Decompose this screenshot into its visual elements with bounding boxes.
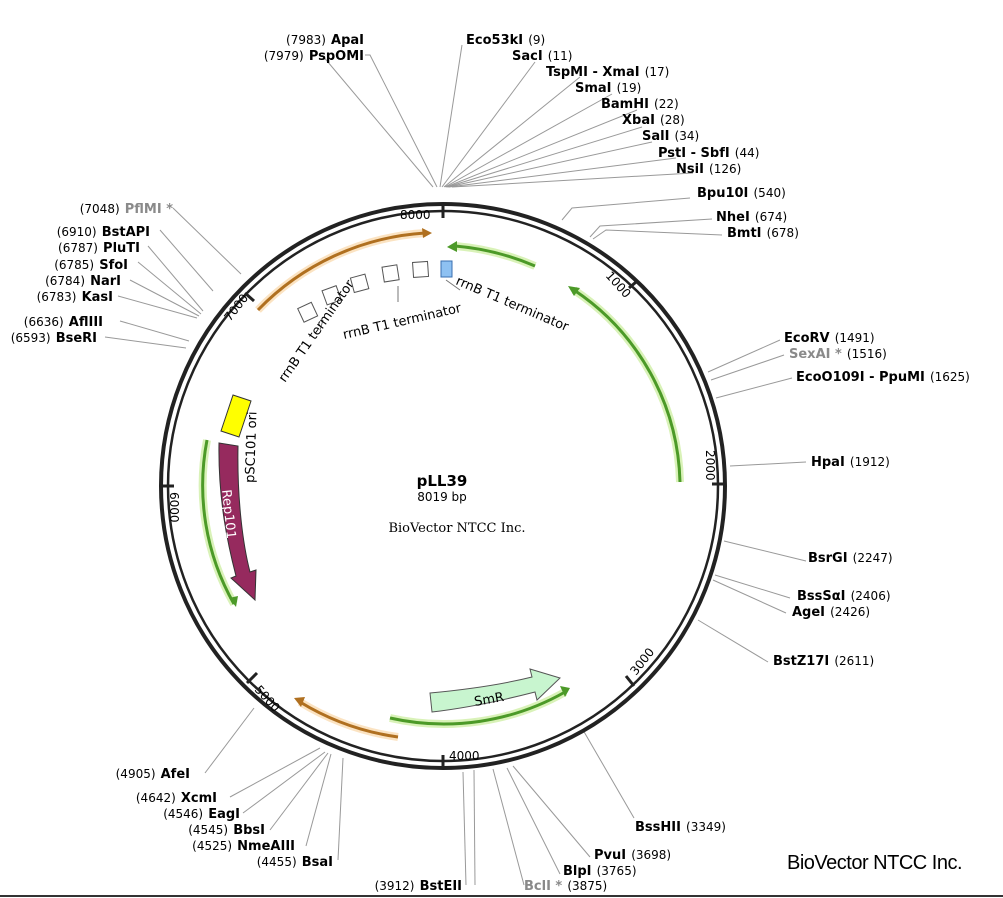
- bottom-divider: [0, 895, 1003, 897]
- site-label-bsrgi: BsrGI (2247): [808, 547, 893, 566]
- ori-feature: [220, 394, 252, 438]
- site-label-sfoi: (6785) SfoI: [54, 254, 128, 273]
- site-label-xbai: XbaI (28): [622, 109, 685, 128]
- feature-label-smr: SmR: [473, 690, 505, 710]
- site-label-afliii: (6636) AflIII: [24, 311, 103, 330]
- site-label-blpi: BlpI (3765): [563, 860, 637, 879]
- brand-watermark: BioVector NTCC Inc.: [787, 852, 963, 874]
- site-label-sexai: SexAI * (1516): [789, 343, 887, 362]
- site-label-tspmi-xmai: TspMI - XmaI (17): [546, 61, 669, 80]
- site-label-kasi: (6783) KasI: [37, 286, 113, 305]
- site-label-nhei: NheI (674): [716, 206, 787, 225]
- site-label-apai: (7983) ApaI: [286, 29, 364, 48]
- smr-feature: [429, 668, 561, 713]
- site-label-afei: (4905) AfeI: [116, 763, 190, 782]
- site-label-pflmi: (7048) PflMI *: [80, 198, 173, 217]
- site-label-psti-sbfi: PstI - SbfI (44): [658, 142, 759, 161]
- site-label-eco53ki: Eco53kI (9): [466, 29, 545, 48]
- site-label-bseri: (6593) BseRI: [11, 327, 97, 346]
- tick-marks: [160, 203, 726, 769]
- site-label-bcli: BclI * (3875): [524, 875, 607, 894]
- site-label-nmeaiii: (4525) NmeAIII: [192, 835, 295, 854]
- site-labels: (7983) ApaI (7979) PspOMI Eco53kI (9) Sa…: [11, 29, 970, 894]
- site-label-sali: SalI (34): [642, 125, 699, 144]
- site-label-nsii: NsiI (126): [676, 158, 741, 177]
- green-arrow-left: [198, 439, 238, 607]
- tick-label-6000: 6000: [167, 492, 181, 523]
- plasmid-name: pLL39: [417, 472, 468, 490]
- green-arrow-top: [447, 241, 537, 270]
- center-brand-label: BioVector NTCC Inc.: [388, 521, 525, 536]
- site-label-bsteii: (3912) BstEII: [375, 875, 462, 894]
- site-label-bpu10i: Bpu10I (540): [697, 182, 786, 201]
- site-label-bstz17i: BstZ17I (2611): [773, 650, 874, 669]
- orange-arrow-top: [255, 228, 432, 313]
- site-label-nari: (6784) NarI: [45, 270, 121, 289]
- tick-label-8000: 8000: [400, 208, 431, 222]
- site-label-saci: SacI (11): [512, 45, 572, 64]
- site-label-pspomi: (7979) PspOMI: [264, 45, 364, 64]
- green-arrow-bottom: [389, 686, 570, 728]
- terminator-ticks: [319, 279, 461, 331]
- orange-arrow-bottom: [294, 697, 399, 741]
- site-label-eco0109i-ppumi: EcoO109I - PpuMI (1625): [796, 366, 970, 385]
- site-label-xcmi: (4642) XcmI: [136, 787, 217, 806]
- green-arrow-right: [568, 286, 684, 483]
- site-label-bamhi: BamHI (22): [601, 93, 679, 112]
- site-label-bstapi: (6910) BstAPI: [57, 221, 150, 240]
- feature-label-terminator-3: rrnB T1 terminator: [453, 274, 571, 335]
- site-label-ecorv: EcoRV (1491): [784, 327, 875, 346]
- site-label-bsai: (4455) BsaI: [257, 851, 333, 870]
- feature-label-rep101: Rep101: [218, 489, 238, 540]
- site-label-pluti: (6787) PluTI: [58, 237, 140, 256]
- site-label-bsshii: BssHII (3349): [635, 816, 726, 835]
- tick-label-2000: 2000: [703, 450, 717, 481]
- site-label-bsssai: BssSαI (2406): [797, 585, 891, 604]
- rep101-feature: [218, 442, 257, 602]
- leader-lines: [104, 44, 807, 886]
- tick-label-4000: 4000: [449, 749, 480, 763]
- feature-label-ori: pSC101 ori: [243, 411, 260, 483]
- site-label-bmti: BmtI (678): [727, 222, 799, 241]
- site-label-pvui: PvuI (3698): [594, 844, 671, 863]
- terminator-boxes: [297, 260, 453, 323]
- site-label-hpai: HpaI (1912): [811, 451, 890, 470]
- feature-label-terminator-2: rrnB T1 terminator: [342, 301, 464, 343]
- site-label-agei: AgeI (2426): [792, 601, 870, 620]
- site-label-eagi: (4546) EagI: [163, 803, 240, 822]
- site-label-bbsi: (4545) BbsI: [188, 819, 265, 838]
- site-label-smai: SmaI (19): [575, 77, 641, 96]
- plasmid-length: 8019 bp: [417, 490, 467, 504]
- terminator-blue-box: [440, 260, 453, 278]
